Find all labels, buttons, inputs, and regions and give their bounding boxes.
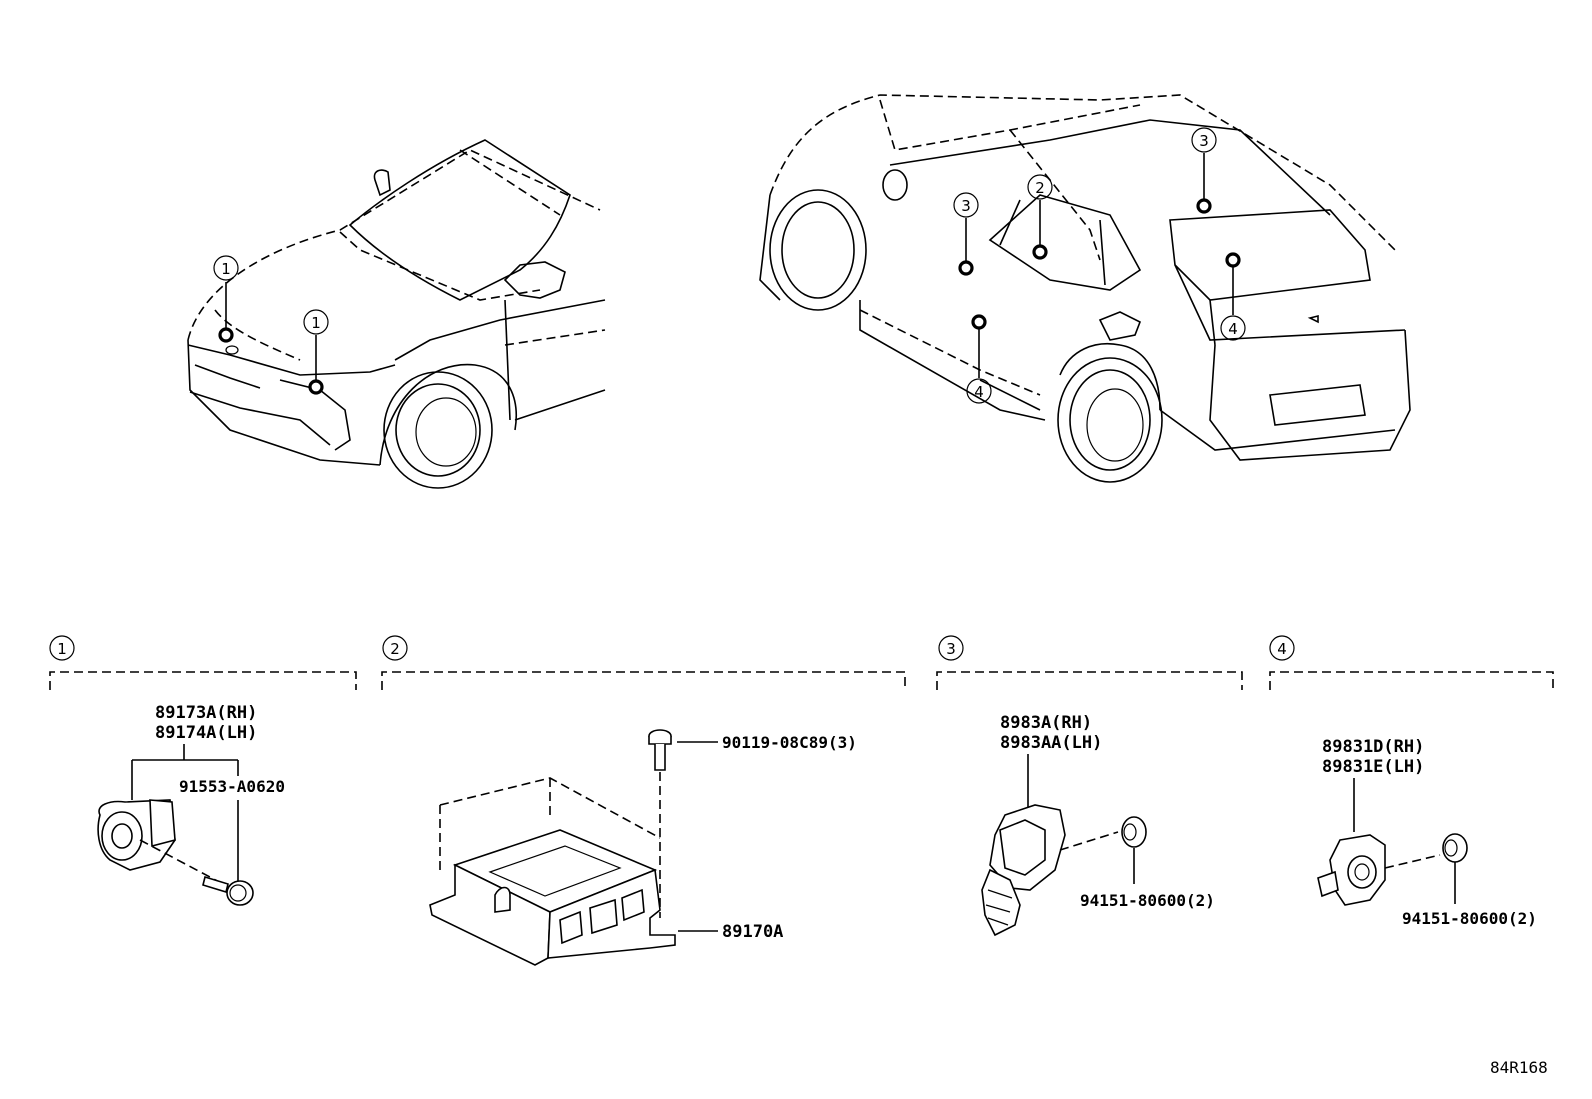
- group-1-number: 1: [57, 640, 67, 658]
- bolt-part: [202, 875, 254, 906]
- rear-callout-2: 2: [1035, 179, 1045, 197]
- group-2-label-ecu: 89170A: [722, 922, 783, 942]
- group-3-label-lh: 8983AA(LH): [1000, 733, 1102, 753]
- group-3: 3 8983A(RH) 8983AA(LH) 94151-80600(2): [936, 635, 1243, 937]
- rear-callout-4b: 4: [1228, 320, 1238, 338]
- group-3-number: 3: [946, 640, 956, 658]
- front-vehicle-illustration: 1 1: [187, 139, 606, 489]
- group-4-number: 4: [1277, 640, 1287, 658]
- diagram-code: 84R168: [1490, 1058, 1548, 1077]
- group-2-number: 2: [390, 640, 400, 658]
- group-3-label-rh: 8983A(RH): [1000, 713, 1092, 733]
- airbag-ecu-part: [429, 777, 676, 966]
- group-4-label-clip: 94151-80600(2): [1402, 909, 1537, 928]
- ecu-bolt-part: [648, 729, 672, 918]
- group-2-label-bolt: 90119-08C89(3): [722, 733, 857, 752]
- front-callout-1b: 1: [311, 314, 321, 332]
- side-sensor-clip-part: [1121, 816, 1147, 848]
- group-4: 4 89831D(RH) 89831E(LH) 94151-80600(2): [1269, 635, 1554, 928]
- rear-sensor-clip-part: [1442, 833, 1468, 863]
- front-impact-sensor-part: [97, 799, 226, 886]
- group-2: 2 90119-08C89(3) 89170A: [381, 635, 906, 966]
- group-3-label-clip: 94151-80600(2): [1080, 891, 1215, 910]
- rear-vehicle-illustration: 2 3 3 4 4: [759, 94, 1411, 483]
- group-4-label-lh: 89831E(LH): [1322, 757, 1424, 777]
- front-callout-1a: 1: [221, 260, 231, 278]
- rear-callout-4a: 4: [974, 383, 984, 401]
- rear-callout-3a: 3: [961, 197, 971, 215]
- group-1-label-rh: 89173A(RH): [155, 703, 257, 723]
- group-1-label-lh: 89174A(LH): [155, 723, 257, 743]
- group-1-label-bolt: 91553-A0620: [179, 777, 285, 796]
- group-4-label-rh: 89831D(RH): [1322, 737, 1424, 757]
- group-1: 1 89173A(RH) 89174A(LH) 91553-A0620: [49, 635, 357, 906]
- rear-impact-sensor-part: [1317, 834, 1441, 906]
- rear-callout-3b: 3: [1199, 132, 1209, 150]
- side-impact-sensor-part: [981, 804, 1119, 937]
